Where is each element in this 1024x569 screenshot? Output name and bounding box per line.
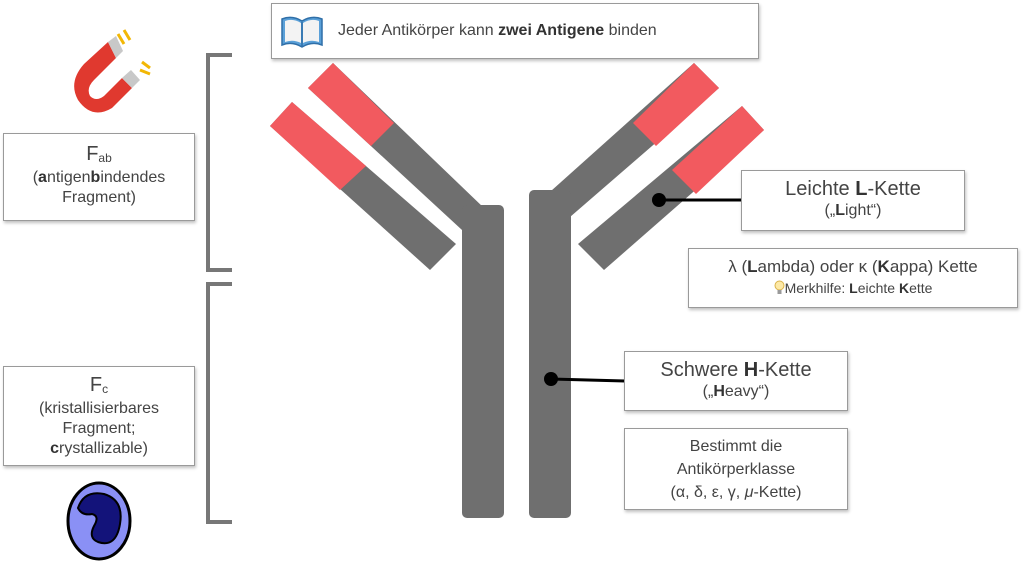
light-t1: Leichte [785, 178, 856, 200]
class-l3a: (α, δ, ε, γ, [670, 484, 745, 501]
fab-rest: indendes [100, 169, 166, 186]
fab-sub: ab [98, 151, 112, 165]
light-chain-box: Leichte L-Kette („Light“) [741, 170, 965, 231]
cell-icon [66, 481, 132, 561]
magnet-icon [74, 29, 151, 113]
heavy-q2: eavy“) [724, 383, 770, 400]
heavy-chain-left [308, 63, 504, 518]
book-icon [281, 16, 323, 48]
fc-label-box: Fc (kristallisierbares Fragment; crystal… [3, 366, 195, 466]
heavy-t1: Schwere [660, 359, 744, 381]
lk-hb1: L [849, 280, 858, 296]
light-chain-marker [652, 193, 666, 207]
light-chain-right [578, 106, 764, 270]
light-bold: L [855, 178, 868, 200]
class-l3b: -Kette) [753, 484, 802, 501]
lk-k2: appa) Kette [889, 257, 978, 276]
top-note-suffix: binden [604, 22, 657, 39]
heavy-chain-right [529, 63, 719, 518]
top-note-box: Jeder Antikörper kann zwei Antigene bind… [271, 3, 759, 59]
light-q1: („ [824, 202, 836, 219]
lightbulb-icon [774, 280, 785, 294]
light-qbold: L [835, 202, 845, 219]
fab-bracket [206, 53, 232, 272]
fab-label-box: Fab (antigenbindendes Fragment) [3, 133, 195, 221]
lk-ab: L [747, 257, 758, 276]
lk-a1: λ ( [728, 257, 748, 276]
heavy-qbold: H [713, 383, 725, 400]
fc-line1: (kristallisierbares [38, 400, 160, 417]
light-chain-left [270, 102, 456, 270]
lk-hb2: K [898, 280, 910, 296]
fab-main: F [86, 143, 99, 165]
light-t2: -Kette [867, 178, 921, 200]
lambda-kappa-box: λ (Lambda) oder κ (Kappa) Kette Merkhilf… [688, 248, 1018, 308]
lk-h2: eichte [857, 280, 899, 296]
fab-line2: Fragment) [62, 189, 136, 206]
heavy-bold: H [743, 359, 759, 381]
class-line1: Bestimmt die [689, 438, 783, 455]
top-note-bold: zwei Antigene [498, 22, 605, 39]
fc-bold-c: c [50, 440, 59, 457]
fc-line2: Fragment; [62, 420, 136, 437]
fab-paren: ( [32, 169, 39, 186]
lk-a2: ambda) oder κ ( [757, 257, 878, 276]
fab-mid: ntigen [46, 169, 91, 186]
heavy-q1: („ [702, 383, 714, 400]
class-line2: Antikörperklasse [676, 461, 796, 478]
lk-h3: ette [909, 280, 933, 296]
fc-sub: c [102, 382, 109, 396]
fc-line3-rest: rystallizable) [58, 440, 148, 457]
heavy-chain-marker [544, 372, 558, 386]
heavy-t2: -Kette [758, 359, 812, 381]
light-q2: ight“) [844, 202, 882, 219]
fab-bold-b: b [90, 169, 101, 186]
heavy-chain-box: Schwere H-Kette („Heavy“) [624, 351, 848, 411]
fc-bracket [206, 282, 232, 524]
lk-kb: K [877, 257, 890, 276]
antibody-class-box: Bestimmt die Antikörperklasse (α, δ, ε, … [624, 428, 848, 510]
fab-bold-a: a [38, 169, 47, 186]
top-note-prefix: Jeder Antikörper kann [338, 22, 499, 39]
lk-h1: Merkhilfe: [784, 280, 850, 296]
fc-main: F [89, 374, 103, 396]
class-mu: μ [744, 484, 754, 501]
